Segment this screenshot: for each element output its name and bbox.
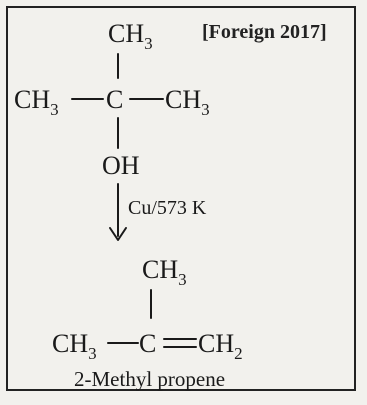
- product-top-group: CH3: [142, 255, 187, 289]
- reagent-label: Cu/573 K: [128, 197, 207, 219]
- reactant-bottom-group: OH: [102, 151, 140, 180]
- product-right-group: CH2: [198, 329, 243, 363]
- source-tag: [Foreign 2017]: [202, 21, 327, 43]
- reactant-right-group: CH3: [165, 85, 210, 119]
- reaction-frame: [6, 6, 356, 391]
- product-left-group: CH3: [52, 329, 97, 363]
- product-center-atom: C: [139, 329, 156, 358]
- arrow-down-icon: [109, 227, 127, 241]
- reactant-center-atom: C: [106, 85, 123, 114]
- product-name: 2-Methyl propene: [74, 367, 225, 391]
- reactant-top-group: CH3: [108, 19, 153, 53]
- reactant-left-group: CH3: [14, 85, 59, 119]
